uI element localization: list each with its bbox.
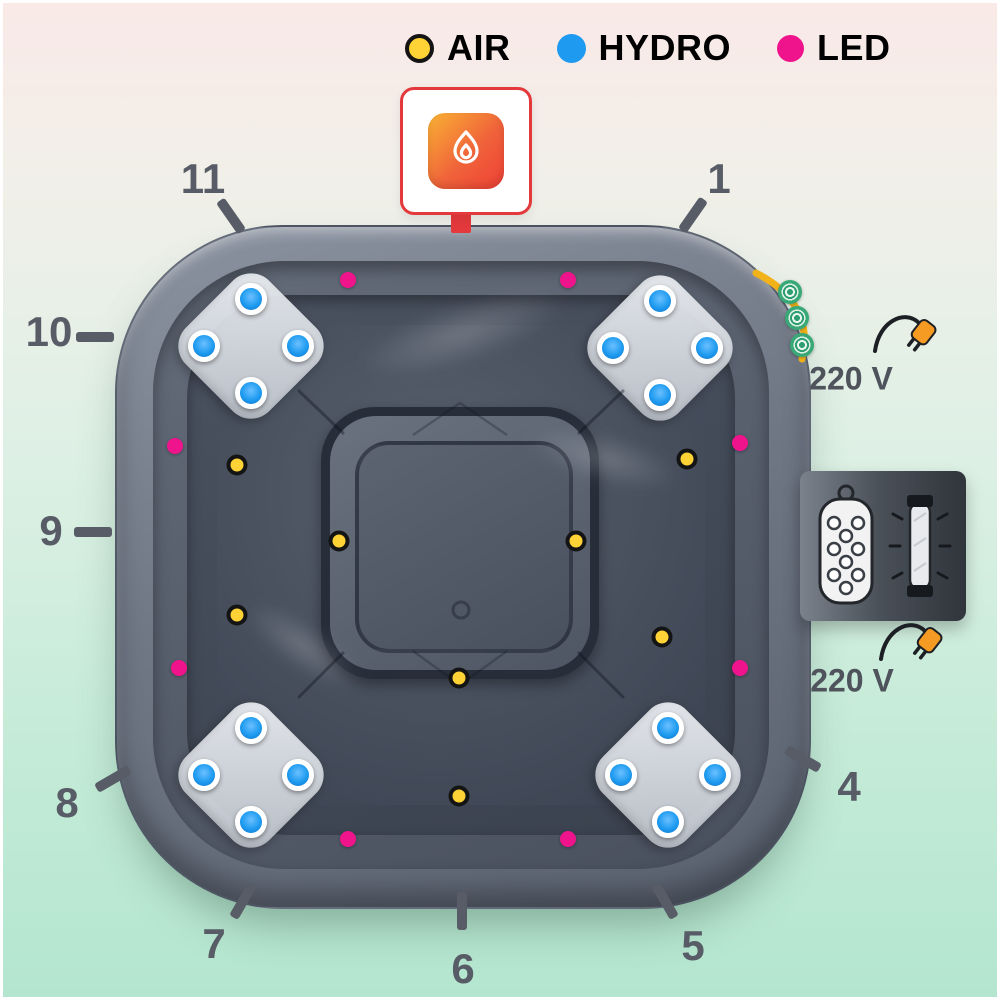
legend-label-hydro: HYDRO — [598, 27, 732, 68]
position-tick-10 — [76, 332, 114, 342]
air-jet — [448, 785, 470, 807]
uv-lamp-icon — [888, 495, 952, 597]
led-dot-icon — [777, 34, 805, 62]
air-jet — [651, 626, 673, 648]
led-light — [560, 272, 576, 288]
voltage-label-bottom: 220 V — [810, 662, 894, 699]
power-plug-icon — [869, 303, 945, 366]
position-tick-1 — [678, 196, 708, 234]
position-tick-6 — [457, 892, 467, 930]
led-light — [167, 438, 183, 454]
filter-cartridge-icon — [818, 484, 874, 605]
position-number-1: 1 — [707, 155, 731, 202]
hydro-jet — [691, 332, 723, 364]
led-light — [171, 660, 187, 676]
green-jet-icon — [785, 306, 809, 330]
air-dot-icon — [405, 33, 434, 63]
legend-item-hydro: HYDRO — [556, 27, 732, 69]
air-jet — [448, 667, 470, 689]
position-number-4: 4 — [837, 763, 861, 810]
hydro-jet — [605, 759, 637, 791]
position-number-6: 6 — [451, 945, 475, 992]
flame-icon — [428, 113, 504, 189]
position-number-5: 5 — [681, 922, 705, 969]
hydro-jet — [699, 759, 731, 791]
position-number-9: 9 — [39, 507, 63, 554]
position-number-8: 8 — [55, 779, 79, 826]
legend-item-air: AIR — [405, 27, 511, 69]
hydro-jet — [235, 806, 267, 838]
heater-callout — [400, 87, 532, 215]
green-jet-icon — [778, 280, 802, 304]
hydro-jet — [235, 377, 267, 409]
led-light — [732, 435, 748, 451]
footwell-inner-line — [355, 441, 573, 653]
hydro-jet — [188, 759, 220, 791]
hydro-jet — [235, 283, 267, 315]
air-jet — [226, 454, 248, 476]
hydro-jet — [644, 285, 676, 317]
air-jet — [328, 530, 350, 552]
hydro-jet — [235, 712, 267, 744]
position-number-11: 11 — [180, 155, 226, 202]
led-light — [732, 660, 748, 676]
air-jet — [226, 604, 248, 626]
hydro-jet — [188, 330, 220, 362]
hydro-dot-icon — [556, 33, 586, 63]
equipment-box — [800, 471, 966, 621]
position-tick-11 — [216, 197, 246, 235]
voltage-label-top: 220 V — [809, 360, 893, 397]
legend-label-air: AIR — [447, 27, 511, 68]
air-jet — [565, 530, 587, 552]
position-tick-9 — [74, 527, 112, 537]
hydro-jet — [597, 332, 629, 364]
led-light — [340, 272, 356, 288]
hydro-jet — [652, 806, 684, 838]
led-light — [560, 831, 576, 847]
legend-label-led: LED — [817, 27, 891, 68]
green-jet-icon — [790, 333, 814, 357]
hydro-jet — [652, 712, 684, 744]
air-jet — [676, 448, 698, 470]
legend-item-led: LED — [777, 27, 891, 69]
legend: AIR HYDRO LED — [405, 27, 891, 69]
hydro-jet — [644, 379, 676, 411]
power-plug-icon — [875, 611, 951, 674]
led-light — [340, 831, 356, 847]
position-number-7: 7 — [202, 920, 226, 967]
hydro-jet — [282, 759, 314, 791]
hydro-jet — [282, 330, 314, 362]
position-number-10: 10 — [25, 308, 73, 355]
